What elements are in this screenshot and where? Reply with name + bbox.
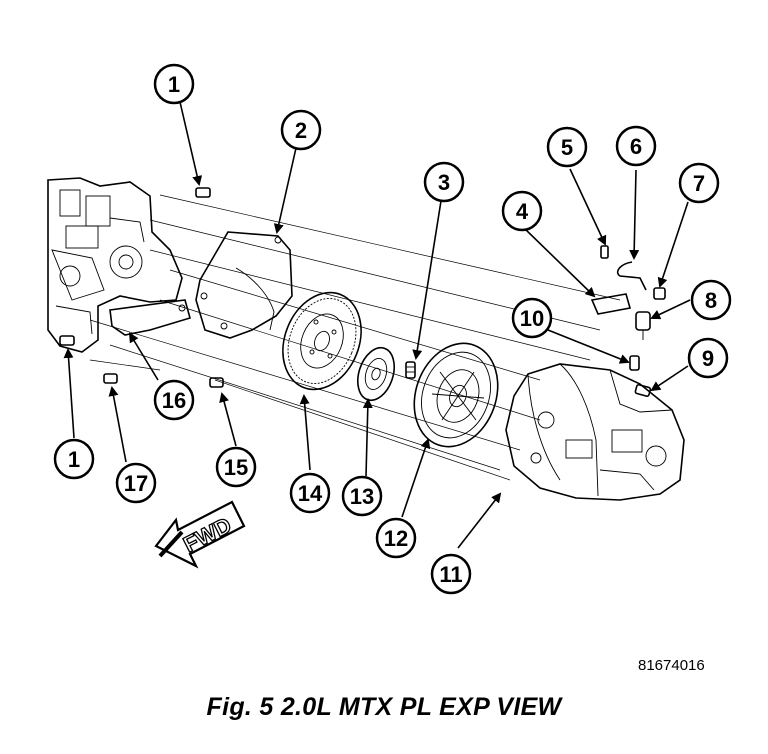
bolt-part-17 — [103, 373, 118, 384]
callout-label: 5 — [561, 135, 573, 160]
callout-11: 11 — [430, 553, 472, 595]
flexplate-part-13 — [357, 346, 395, 402]
callout-1-lower: 1 — [53, 438, 95, 480]
adapter-plate-part-2 — [195, 231, 293, 339]
callout-label: 9 — [702, 346, 714, 371]
callout-14: 14 — [289, 472, 331, 514]
bolt-part-9 — [634, 383, 652, 397]
cable-part-6 — [616, 261, 647, 291]
sensor-part-8 — [635, 311, 651, 340]
engine-block — [47, 177, 183, 353]
callout-15: 15 — [215, 446, 257, 488]
bolt-part-1-lower — [59, 335, 75, 346]
transaxle-part-11 — [505, 363, 685, 501]
callout-label: 11 — [439, 562, 462, 587]
callout-7: 7 — [678, 162, 720, 204]
switch-part-7 — [653, 287, 666, 300]
clutch-assembly-part-12 — [413, 342, 499, 448]
callout-16: 16 — [153, 379, 195, 421]
callout-label: 8 — [705, 288, 717, 313]
callout-label: 4 — [516, 199, 529, 224]
callout-8: 8 — [690, 279, 732, 321]
bolt-part-3 — [405, 361, 416, 379]
callout-10: 10 — [511, 297, 553, 339]
shift-lever-part-4 — [590, 293, 632, 315]
bolt-part-5 — [600, 245, 609, 259]
callout-label: 3 — [438, 170, 450, 195]
bolt-part-15 — [209, 377, 224, 388]
callout-5: 5 — [546, 126, 588, 168]
exploded-view-diagram: FWD 1 2 3 4 5 6 7 8 9 10 11 — [47, 63, 732, 595]
callout-label: 12 — [384, 526, 408, 551]
bolt-part-1-upper — [195, 187, 211, 198]
callout-2: 2 — [280, 109, 322, 151]
callout-label: 13 — [350, 484, 374, 509]
callout-label: 6 — [630, 134, 642, 159]
callout-label: 10 — [520, 306, 544, 331]
bracket-part-16 — [109, 299, 191, 336]
callout-13: 13 — [341, 475, 383, 517]
callout-label: 16 — [162, 388, 186, 413]
callout-label: 2 — [295, 118, 307, 143]
callout-label: 17 — [124, 471, 148, 496]
callout-12: 12 — [375, 517, 417, 559]
callout-label: 14 — [298, 481, 323, 506]
callout-label: 15 — [224, 455, 248, 480]
callout-label: 1 — [68, 447, 80, 472]
callout-17: 17 — [115, 462, 157, 504]
figure-caption: Fig. 5 2.0L MTX PL EXP VIEW — [206, 693, 562, 721]
callout-1-upper: 1 — [153, 63, 195, 105]
bolt-part-10 — [629, 355, 640, 371]
alignment-lines — [89, 194, 621, 481]
flywheel-part-14 — [282, 291, 362, 391]
callout-4: 4 — [501, 190, 543, 232]
callout-label: 7 — [693, 171, 705, 196]
callout-label: 1 — [168, 72, 180, 97]
leader-arrows — [63, 101, 691, 549]
callout-6: 6 — [615, 125, 657, 167]
figure-reference-number: 81674016 — [638, 657, 705, 674]
callout-3: 3 — [423, 161, 465, 203]
callout-9: 9 — [687, 337, 729, 379]
forward-direction-arrow: FWD — [154, 500, 246, 569]
